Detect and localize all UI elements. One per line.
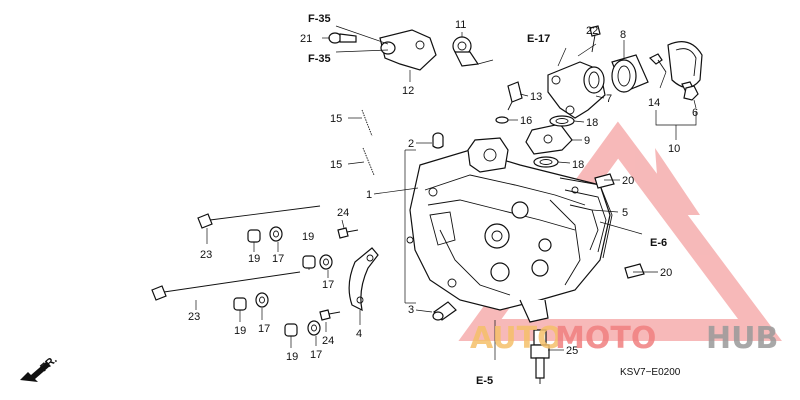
callout-23-lower: 23 [188, 311, 200, 323]
gasket-lower [533, 156, 559, 168]
callout-16: 16 [520, 115, 532, 127]
leader-lines [195, 25, 697, 360]
intake-manifold [547, 61, 606, 119]
callout-20-upper: 20 [622, 175, 634, 187]
collar-4 [284, 323, 298, 337]
hose-clamp [667, 41, 703, 97]
callout-19-3: 19 [234, 325, 246, 337]
cylinder-head [406, 137, 613, 323]
callout-14: 14 [648, 97, 660, 109]
callout-8: 8 [620, 29, 626, 41]
washer-2 [319, 254, 333, 270]
callout-24-lower: 24 [322, 335, 334, 347]
washer-4 [307, 320, 321, 336]
long-stud-bolt-upper [197, 205, 321, 229]
stud-spring-upper [361, 109, 373, 137]
callout-17-4: 17 [310, 349, 322, 361]
insulator-plate [525, 123, 573, 155]
bolt-21 [328, 32, 357, 44]
callout-22: 22 [586, 25, 598, 37]
callout-18-upper: 18 [586, 117, 598, 129]
insulator-tube [611, 54, 649, 93]
dowel-pin-lower [432, 301, 457, 321]
callout-20-lower: 20 [660, 267, 672, 279]
section-references: F-35 F-35 E-17 E-6 E-5 [308, 13, 667, 387]
sealing-washer [495, 116, 509, 124]
watermark-brand: AUTO MOTO HUB [470, 321, 778, 356]
spark-plug [530, 329, 550, 384]
ref-e5: E-5 [476, 375, 493, 387]
stud-bolt-lower [624, 263, 645, 279]
stud-bolt-upper [594, 173, 615, 189]
diagram-code: KSV7−E0200 [620, 367, 681, 378]
watermark-part-auto: AUTO [470, 321, 563, 356]
callout-17-3: 17 [258, 323, 270, 335]
bolt-24-upper [337, 227, 359, 239]
collar-2 [302, 255, 316, 269]
callout-17-1: 17 [272, 253, 284, 265]
callout-5: 5 [622, 207, 628, 219]
temp-sensor [507, 81, 523, 111]
callout-3: 3 [408, 304, 414, 316]
callout-25: 25 [566, 345, 578, 357]
watermark-part-moto: MOTO [555, 321, 656, 356]
gasket-upper [549, 115, 575, 127]
ref-e17: E-17 [527, 33, 550, 45]
ref-f35-bottom: F-35 [308, 53, 331, 65]
ref-f35-top: F-35 [308, 13, 331, 25]
water-joint [379, 29, 437, 71]
watermark-part-hub: HUB [706, 321, 778, 356]
callout-19-2: 19 [302, 231, 314, 243]
callout-11: 11 [455, 19, 466, 31]
callout-15-lower: 15 [330, 159, 342, 171]
callout-15-upper: 15 [330, 113, 342, 125]
callout-24-upper: 24 [337, 207, 349, 219]
callout-13: 13 [530, 91, 542, 103]
cam-chain-guide [348, 247, 379, 312]
callout-12: 12 [402, 85, 414, 97]
thermo-sensor [452, 36, 480, 67]
collar-1 [247, 229, 261, 243]
part-callouts: 1 2 3 4 5 6 7 8 9 10 11 12 13 14 15 15 1… [188, 19, 698, 363]
callout-19-1: 19 [248, 253, 260, 265]
dowel-pin-upper [432, 132, 444, 149]
callout-23-upper: 23 [200, 249, 212, 261]
ref-e6: E-6 [650, 237, 667, 249]
callout-17-2: 17 [322, 279, 334, 291]
front-direction-arrow-icon: FR. [20, 354, 60, 382]
flange-bolt-22 [589, 25, 601, 53]
washer-3 [255, 292, 269, 308]
callout-18-lower: 18 [572, 159, 584, 171]
callout-9: 9 [584, 135, 590, 147]
long-stud-bolt-lower [151, 271, 301, 301]
callout-1: 1 [366, 189, 372, 201]
collar-3 [233, 297, 247, 311]
callout-19-4: 19 [286, 351, 298, 363]
callout-10: 10 [668, 143, 680, 155]
stud-spring-lower [362, 147, 375, 176]
washer-1 [269, 226, 283, 242]
callout-4: 4 [356, 328, 362, 340]
callout-2: 2 [408, 138, 414, 150]
screw-14 [648, 53, 667, 73]
callout-6: 6 [692, 107, 698, 119]
hex-nut [683, 85, 699, 101]
callout-21: 21 [300, 33, 312, 45]
callout-7: 7 [606, 93, 612, 105]
bolt-24-lower [319, 309, 341, 321]
